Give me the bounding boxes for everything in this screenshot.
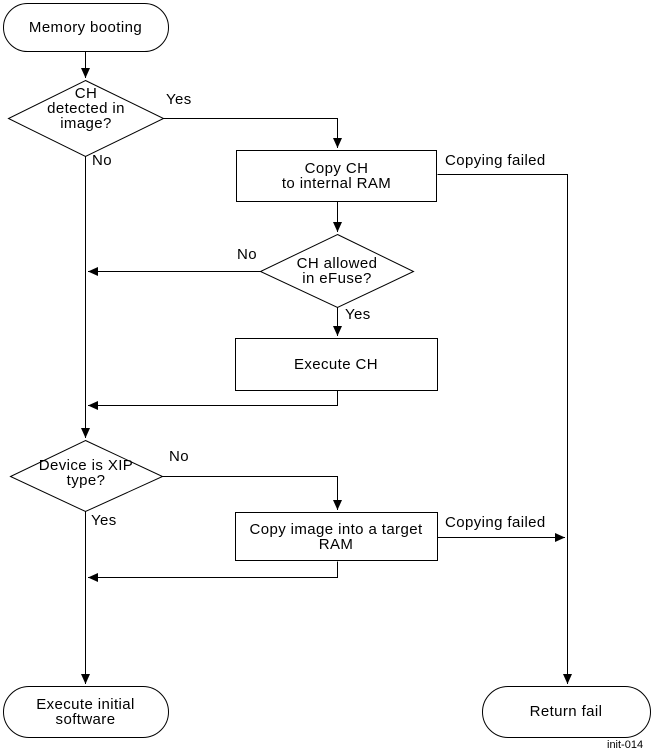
edge-copy-ch-failed-to-return-fail xyxy=(437,174,572,684)
return-fail-terminator-shape xyxy=(482,686,651,738)
return-fail-terminator-label: Return fail xyxy=(529,703,603,720)
copy-image-copying-failed-label: Copying failed xyxy=(445,514,546,531)
device-xip-no-label: No xyxy=(169,448,189,465)
execute-initial-terminator-shape xyxy=(3,686,169,738)
ch-detected-decision-label: CH detected in image? xyxy=(47,84,125,132)
edge-ch-detected-yes-to-copy-ch xyxy=(163,118,342,148)
edge-device-xip-no-to-copy-image xyxy=(162,476,342,510)
execute-initial-terminator-label: Execute initial software xyxy=(36,695,135,728)
ch-detected-yes-label: Yes xyxy=(166,91,192,108)
copy-ch-process-shape xyxy=(236,150,437,202)
device-xip-yes-label: Yes xyxy=(91,512,117,529)
execute-ch-process-label: Execute CH xyxy=(293,355,379,373)
figure-id-label: init-014 xyxy=(607,739,644,751)
copy-ch-copying-failed-label: Copying failed xyxy=(445,152,546,169)
start-terminator-label: Memory booting xyxy=(28,18,143,36)
ch-allowed-no-label: No xyxy=(237,246,257,263)
copy-ch-process-label: Copy CH to internal RAM xyxy=(281,159,392,192)
edge-execute-ch-to-main-line xyxy=(88,390,338,410)
device-xip-decision-label: Device is XIP type? xyxy=(38,456,134,489)
ch-allowed-decision-label: CH allowed in eFuse? xyxy=(296,255,378,287)
ch-detected-no-label: No xyxy=(92,152,112,169)
copy-image-process-label: Copy image into a target RAM xyxy=(249,520,423,553)
ch-allowed-yes-label: Yes xyxy=(345,306,371,323)
copy-image-process-shape xyxy=(235,512,438,561)
edge-copy-image-to-main-line xyxy=(88,561,338,582)
execute-ch-process-shape xyxy=(235,338,438,391)
